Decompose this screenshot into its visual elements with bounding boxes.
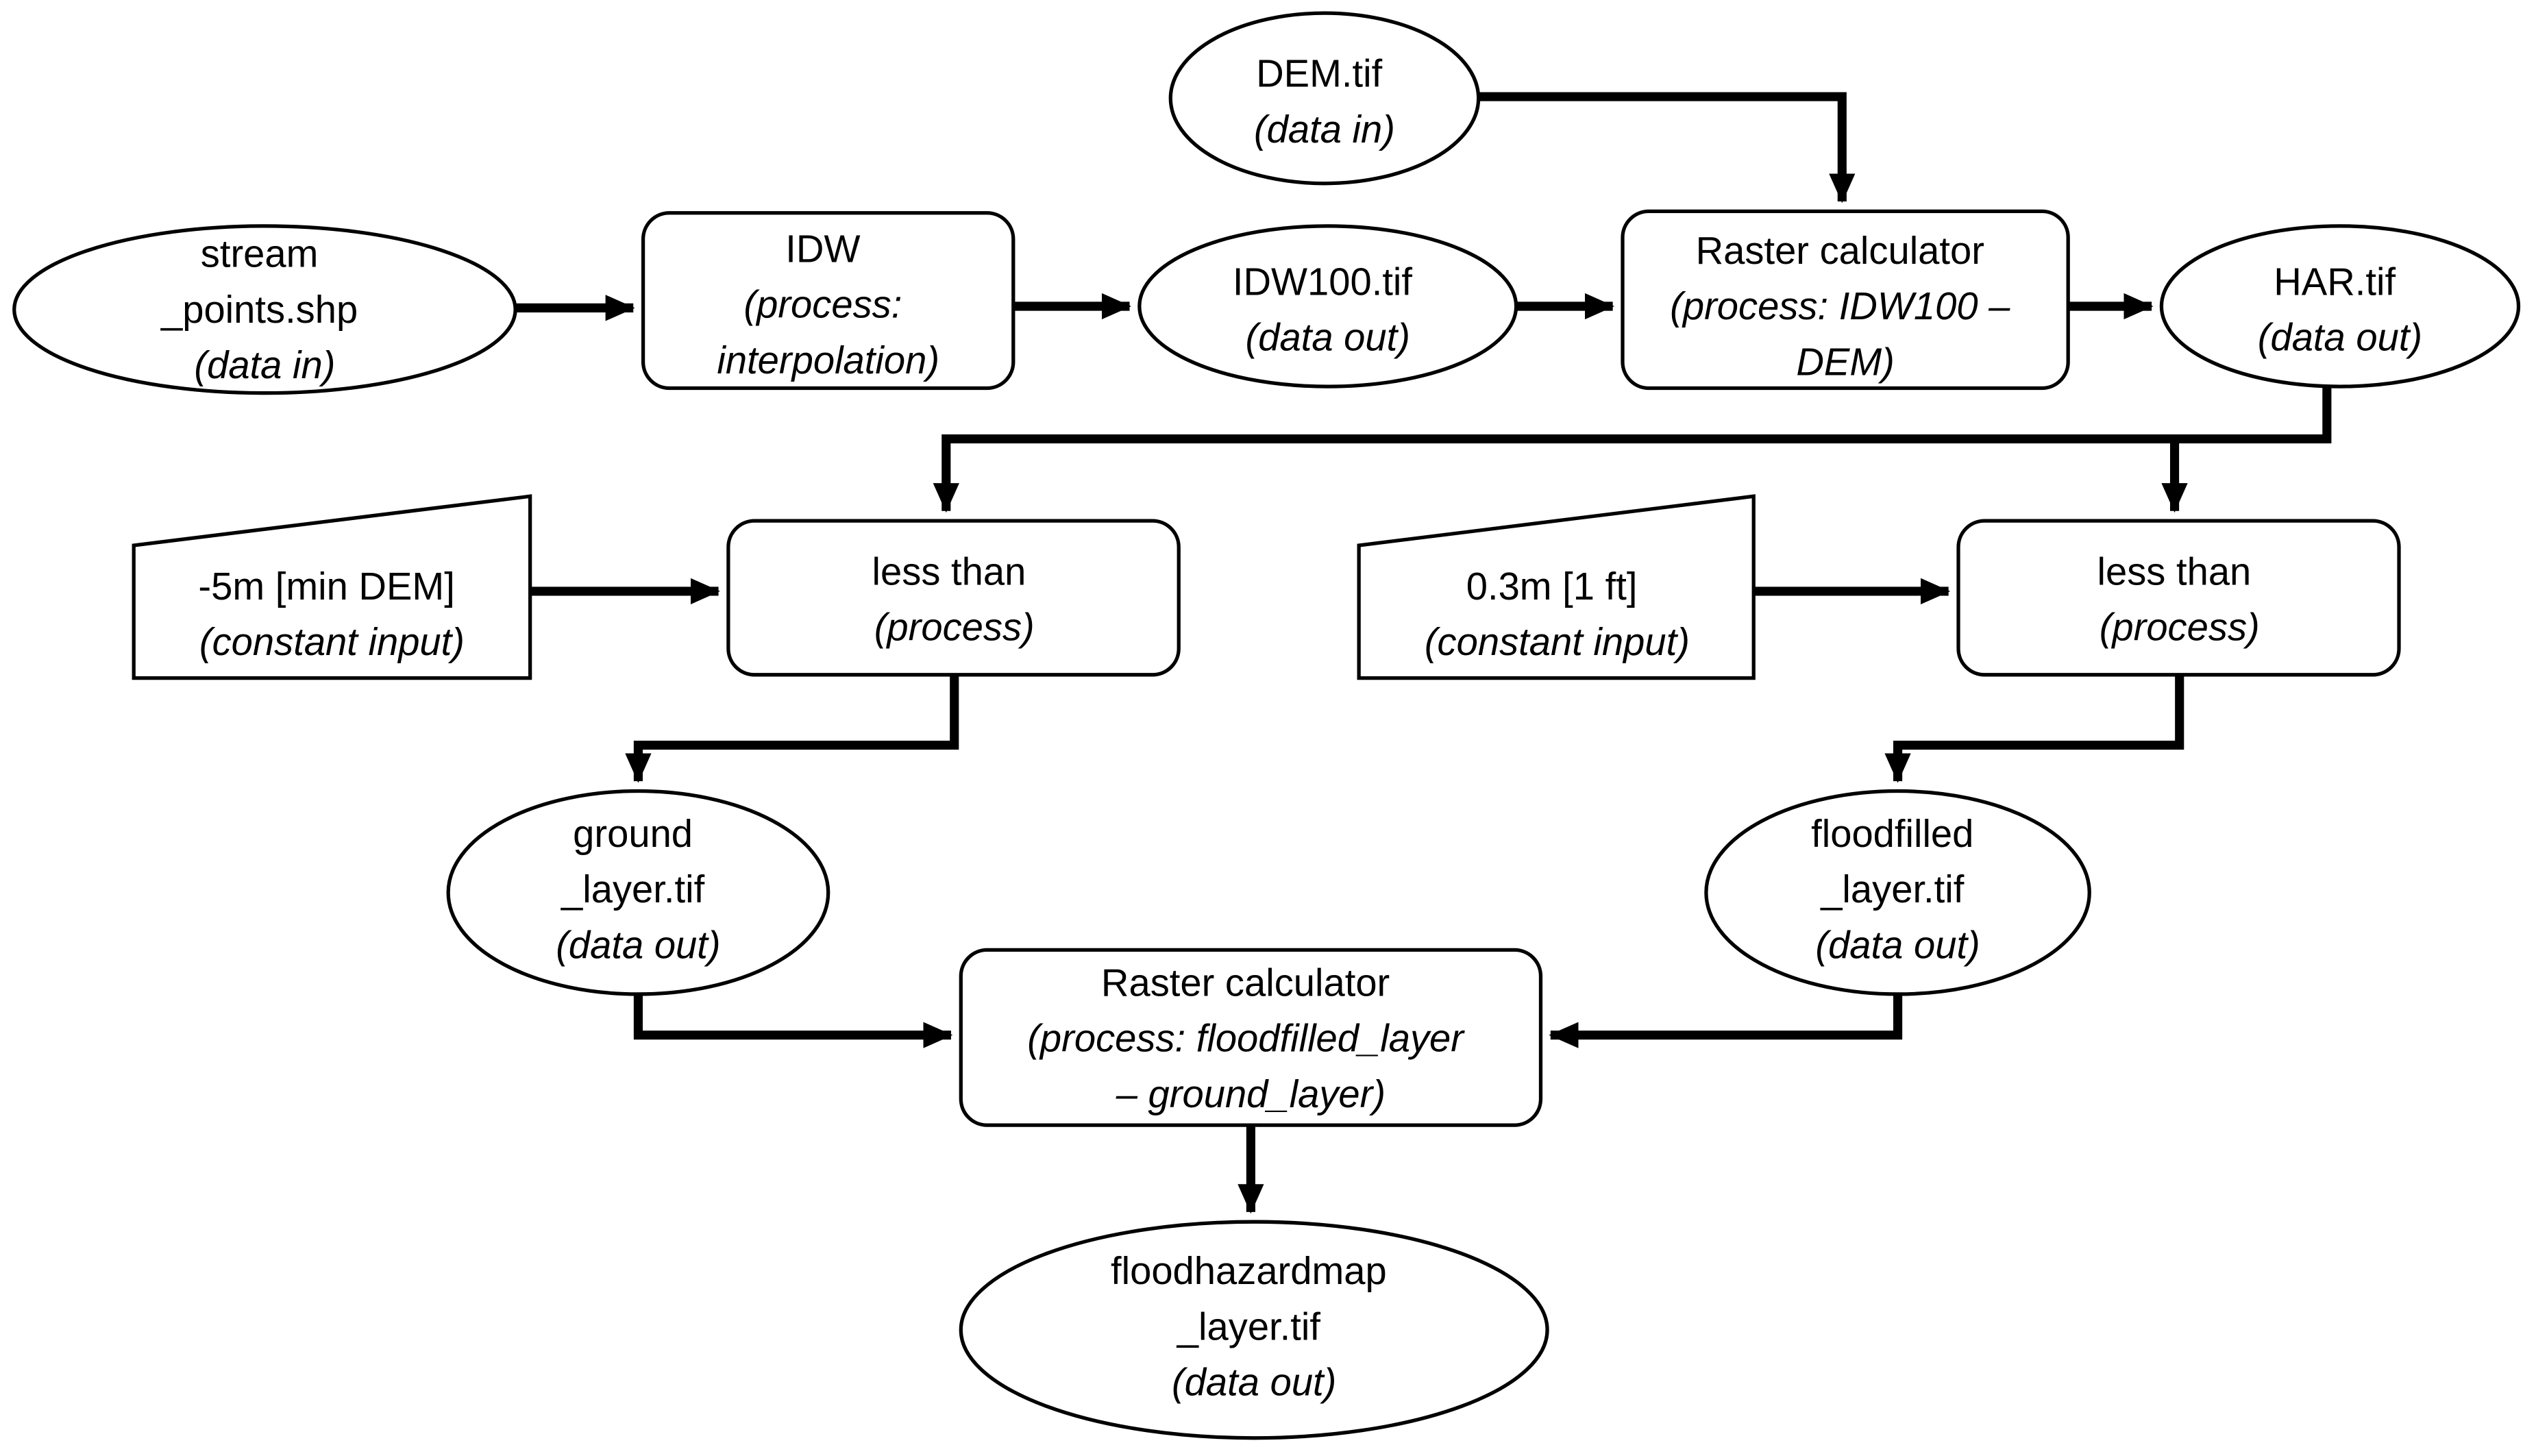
less-than-right-box bbox=[1956, 519, 2401, 677]
node-stream-points: stream _points.shp (data in) bbox=[12, 224, 517, 395]
less-than-right-label: less than (process) bbox=[2097, 550, 2262, 648]
node-one-ft-constant: 0.3m [1 ft] (constant input) bbox=[1357, 494, 1756, 680]
raster-calc-1-box bbox=[1621, 209, 2070, 391]
edge-floodfilled-to-raster-calc-2 bbox=[1549, 994, 1903, 1048]
raster-calc-1-label: Raster calculator (process: IDW100 – DEM… bbox=[1670, 229, 2021, 384]
node-ground-layer: ground _layer.tif (data out) bbox=[446, 789, 830, 996]
less-than-left-box bbox=[726, 519, 1181, 677]
raster-calc-2-box bbox=[959, 948, 1543, 1127]
less-than-left-label: less than (process) bbox=[872, 550, 1037, 648]
node-raster-calc-2: Raster calculator (process: floodfilled_… bbox=[959, 948, 1543, 1127]
floodhazardmap-ellipse bbox=[959, 1220, 1549, 1440]
dem-label: DEM.tif (data in) bbox=[1254, 52, 1395, 151]
one-ft-label: 0.3m [1 ft] (constant input) bbox=[1425, 565, 1690, 663]
edge-less-than-left-to-ground bbox=[625, 674, 959, 783]
raster-calc-2-label: Raster calculator (process: floodfilled_… bbox=[1027, 961, 1474, 1115]
node-har: HAR.tif (data out) bbox=[2159, 224, 2521, 388]
dem-ellipse bbox=[1168, 11, 1481, 186]
node-less-than-left: less than (process) bbox=[726, 519, 1181, 677]
har-ellipse bbox=[2159, 224, 2521, 388]
node-floodfilled-layer: floodfilled _layer.tif (data out) bbox=[1704, 789, 2091, 996]
edge-har-to-less-than-left bbox=[933, 386, 2332, 513]
floodhazardmap-label: floodhazardmap _layer.tif (data out) bbox=[1111, 1249, 1397, 1404]
edge-dem-to-raster-calc-1 bbox=[1477, 92, 1856, 203]
idw100-ellipse bbox=[1137, 224, 1518, 388]
node-dem: DEM.tif (data in) bbox=[1168, 11, 1481, 186]
idw-label: IDW (process: interpolation) bbox=[717, 227, 939, 382]
floodfilled-layer-ellipse bbox=[1704, 789, 2091, 996]
min-dem-trapezoid bbox=[132, 494, 532, 680]
node-less-than-right: less than (process) bbox=[1956, 519, 2401, 677]
node-min-dem-constant: -5m [min DEM] (constant input) bbox=[132, 494, 532, 680]
node-idw: IDW (process: interpolation) bbox=[641, 211, 1015, 391]
stream-points-label: stream _points.shp (data in) bbox=[160, 232, 369, 387]
edge-less-than-right-to-floodfilled bbox=[1884, 674, 2184, 783]
edges-layer bbox=[515, 92, 2332, 1214]
stream-points-ellipse bbox=[12, 224, 517, 395]
ground-layer-label: ground _layer.tif (data out) bbox=[556, 812, 720, 967]
one-ft-trapezoid bbox=[1357, 494, 1756, 680]
idw-box bbox=[641, 211, 1015, 391]
har-label: HAR.tif (data out) bbox=[2258, 260, 2422, 358]
edge-ground-to-raster-calc-2 bbox=[633, 994, 953, 1048]
node-floodhazardmap-layer: floodhazardmap _layer.tif (data out) bbox=[959, 1220, 1549, 1440]
node-idw100: IDW100.tif (data out) bbox=[1137, 224, 1518, 388]
idw100-label: IDW100.tif (data out) bbox=[1233, 260, 1423, 358]
ground-layer-ellipse bbox=[446, 789, 830, 996]
node-raster-calc-1: Raster calculator (process: IDW100 – DEM… bbox=[1621, 209, 2070, 391]
floodfilled-layer-label: floodfilled _layer.tif (data out) bbox=[1811, 812, 1984, 967]
min-dem-label: -5m [min DEM] (constant input) bbox=[198, 565, 465, 663]
